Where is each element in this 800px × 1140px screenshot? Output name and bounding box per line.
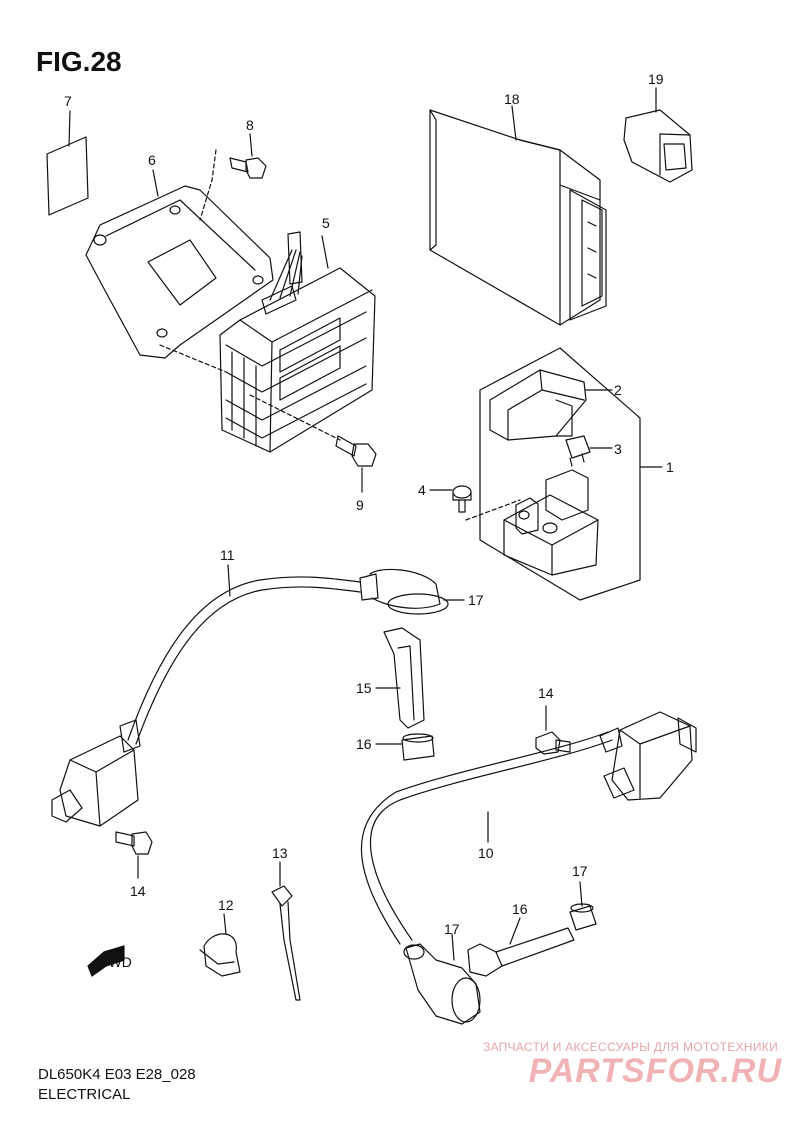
part-11-ignition-coil [51, 564, 449, 827]
callout-18: 18 [504, 91, 520, 107]
callout-17-upper: 17 [468, 592, 484, 608]
part-17-boot-lower [403, 933, 481, 1025]
part-5-regulator [159, 231, 376, 453]
part-16-nut-upper [375, 733, 435, 761]
part-7-label-sheet [46, 110, 89, 216]
part-2-relay-cover [489, 369, 613, 441]
part-19-connector [623, 87, 693, 183]
callout-16-lower: 17 [572, 863, 588, 879]
callout-1: 1 [666, 459, 674, 475]
fwd-label: FWD [100, 954, 132, 970]
watermark-caption: ЗАПЧАСТИ И АКСЕССУАРЫ ДЛЯ МОТОТЕХНИКИ [482, 1040, 778, 1054]
part-16-nut-lower [569, 881, 597, 931]
callout-8: 8 [246, 117, 254, 133]
watermark-logo: PARTSFOR.RU [528, 1052, 782, 1090]
part-8-bolt [199, 133, 267, 221]
part-4-screw [429, 485, 521, 521]
callout-2: 2 [614, 382, 622, 398]
callout-17-lower: 17 [444, 921, 460, 937]
callout-3: 3 [614, 441, 622, 457]
callout-6: 6 [148, 152, 156, 168]
part-15-plug-cap-upper [375, 627, 425, 729]
callout-19: 19 [648, 71, 664, 87]
callout-9: 9 [356, 497, 364, 513]
part-12-clamp [199, 913, 241, 977]
callout-16-upper: 16 [356, 736, 372, 752]
figure-title: FIG.28 [36, 46, 122, 77]
starter-relay-body [503, 469, 599, 576]
callout-4: 4 [418, 482, 426, 498]
callout-11: 11 [220, 547, 235, 563]
callout-15-lower: 16 [512, 901, 528, 917]
part-13-cable-tie [271, 861, 301, 1001]
callout-5: 5 [322, 215, 330, 231]
fwd-arrow-icon: FWD [87, 945, 132, 977]
part-9-bolt [249, 394, 377, 493]
callout-12: 12 [218, 897, 234, 913]
callout-15-upper: 15 [356, 680, 372, 696]
part-10-ignition-coil [360, 711, 697, 945]
callout-10: 10 [478, 845, 494, 861]
callout-13: 13 [272, 845, 288, 861]
callout-7: 7 [64, 93, 72, 109]
part-3-fuse [565, 435, 613, 467]
model-code: DL650K4 E03 E28_028 [38, 1066, 196, 1083]
part-15-plug-cap-lower [467, 917, 575, 977]
part-18-ecm [429, 105, 607, 326]
section-label: ELECTRICAL [38, 1086, 131, 1103]
part-14-bolt-left [115, 831, 153, 879]
callout-14-right: 14 [538, 685, 554, 701]
callout-14-left: 14 [130, 883, 146, 899]
part-14-bolt-right [535, 705, 571, 755]
callout-labels: 7 6 8 5 9 18 19 2 3 1 4 11 17 15 16 14 1… [64, 71, 674, 937]
part-6-bracket [85, 169, 274, 359]
part-1-relay-box [479, 347, 663, 601]
